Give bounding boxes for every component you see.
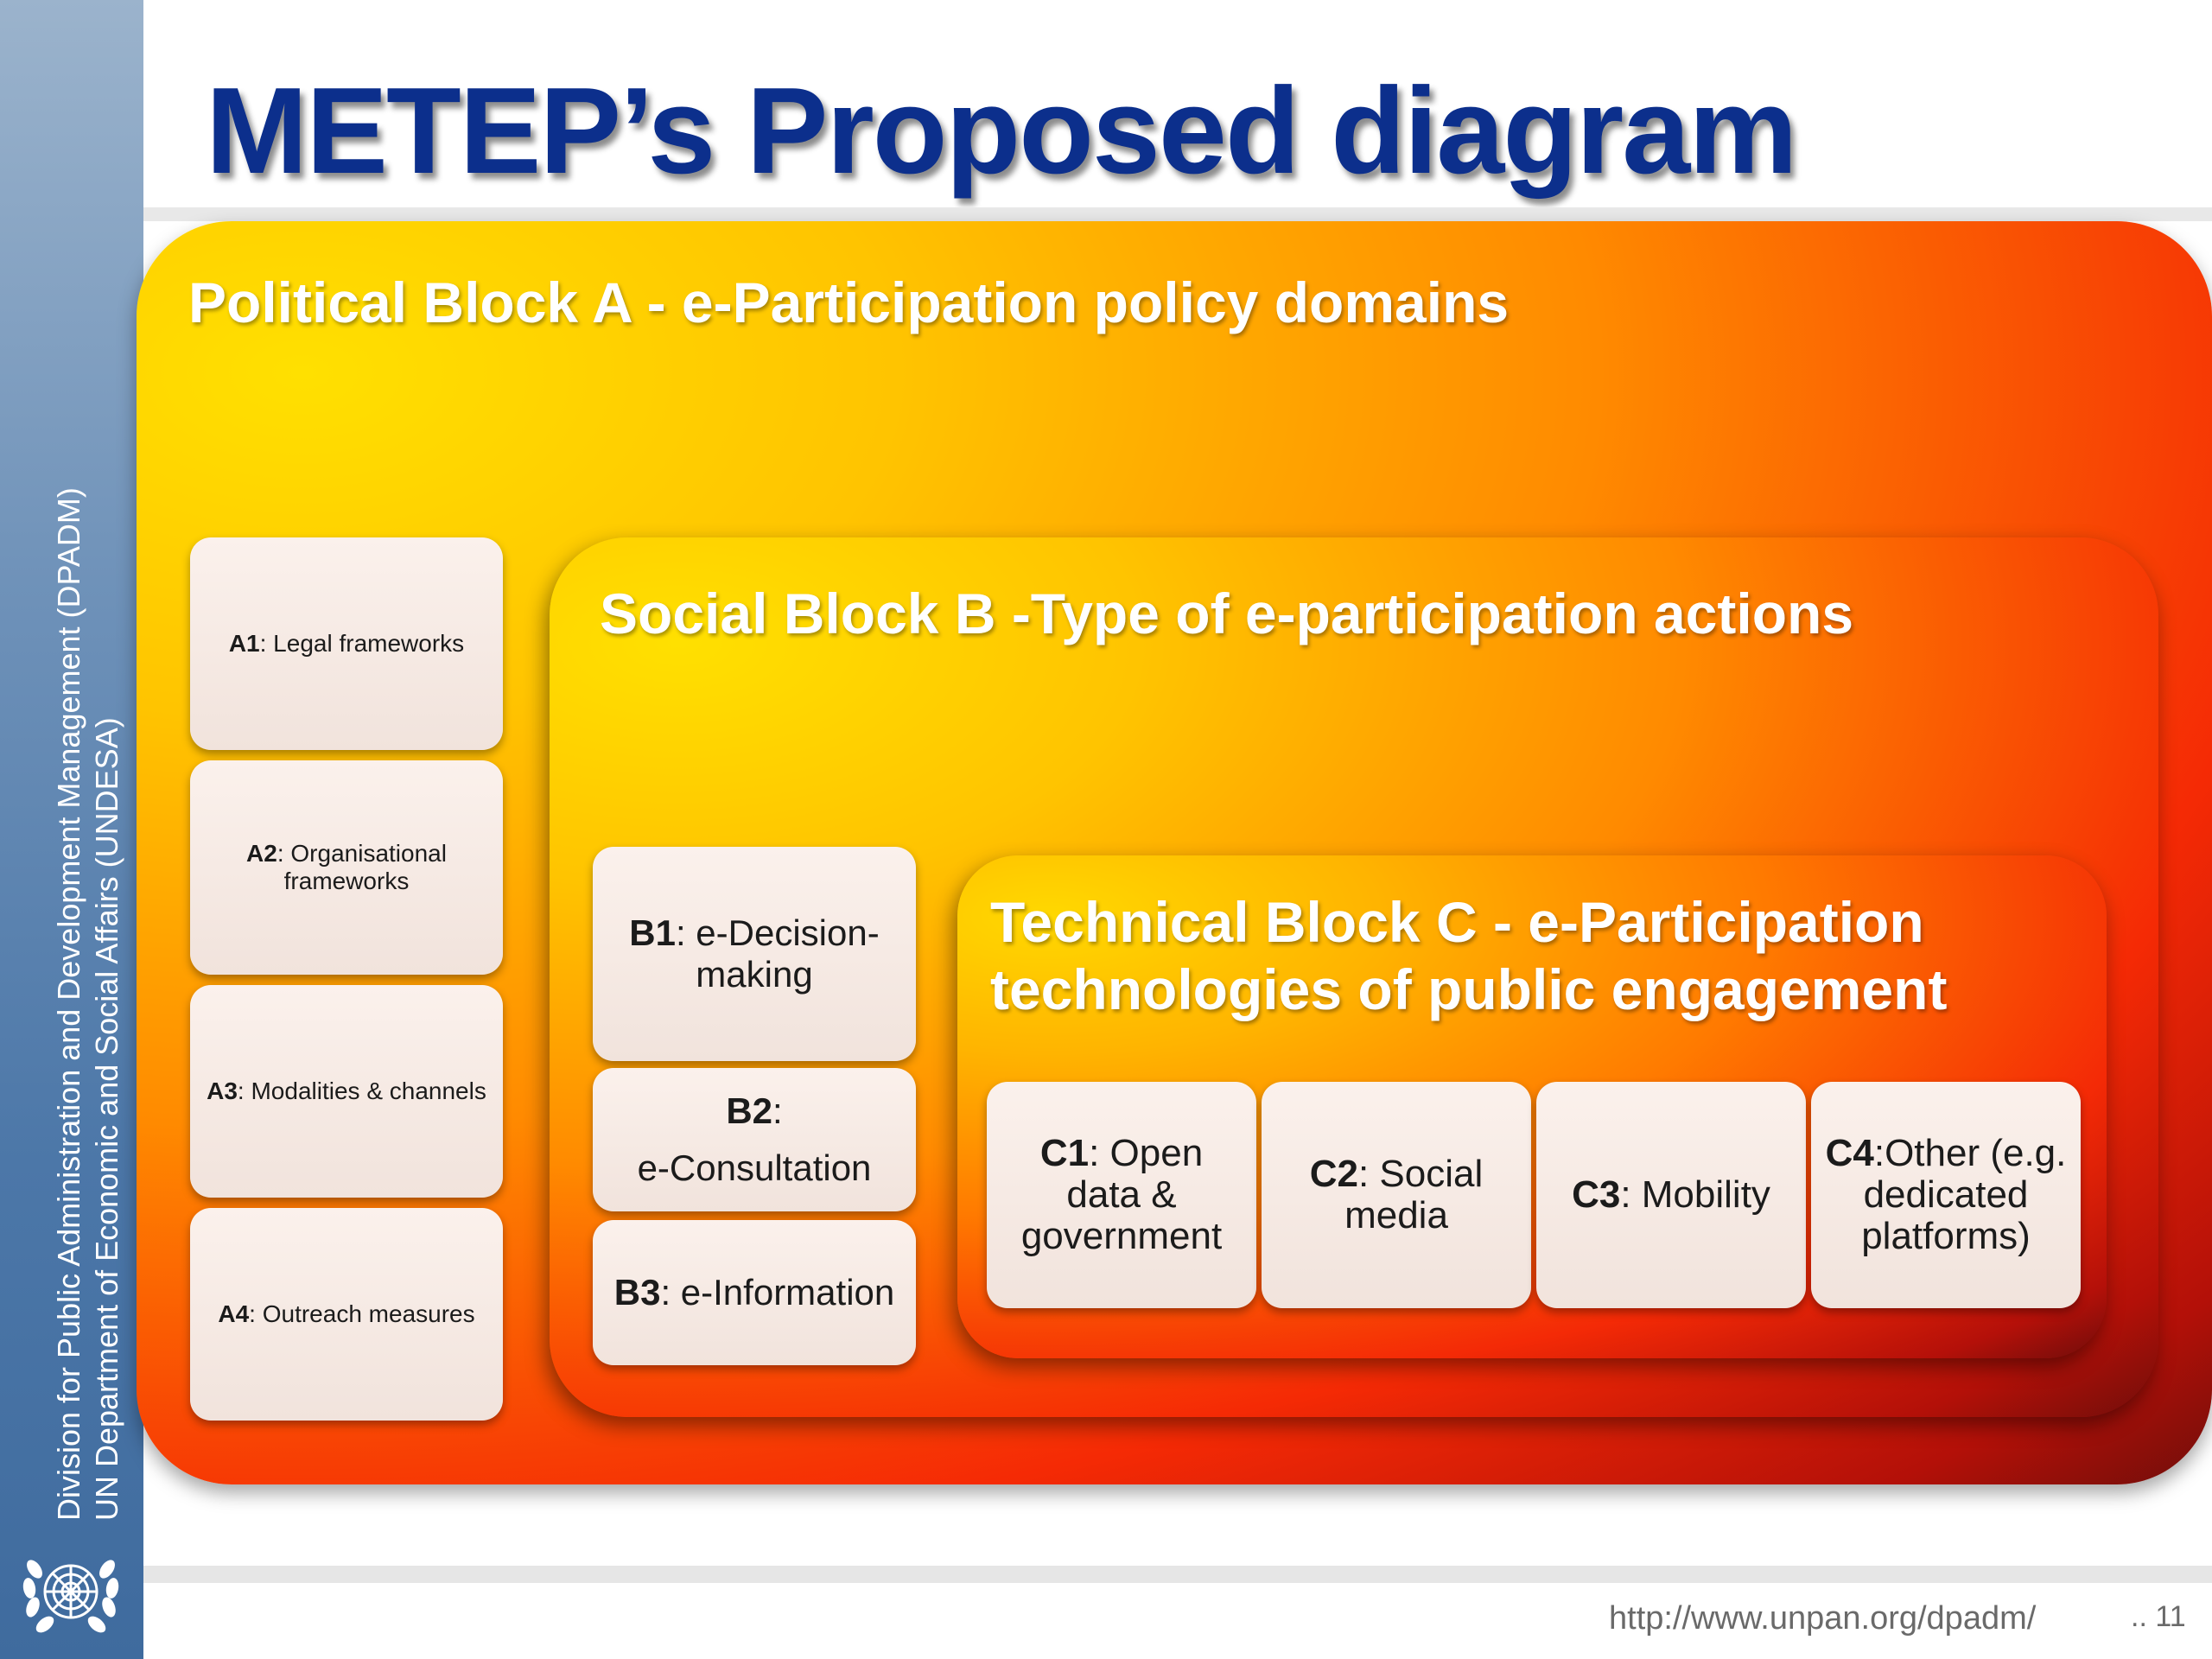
card-b3-text: : e-Information [660, 1272, 895, 1313]
card-a3-code: A3 [207, 1077, 238, 1104]
card-c4: C4:Other (e.g. dedicated platforms) [1811, 1082, 2081, 1308]
card-c3-code: C3 [1572, 1173, 1621, 1216]
card-c1: C1: Open data & government [987, 1082, 1256, 1308]
un-emblem-icon [22, 1560, 119, 1633]
footer-url-link[interactable]: http://www.unpan.org/dpadm/ [1609, 1600, 2037, 1637]
card-b3-code: B3 [613, 1272, 661, 1313]
card-c4-text: :Other (e.g. dedicated platforms) [1861, 1132, 2067, 1257]
card-b1-text: : e-Decision-making [675, 912, 880, 995]
card-c2: C2: Social media [1262, 1082, 1531, 1308]
card-a3: A3: Modalities & channels [190, 985, 503, 1198]
sidebar-organization-text: Division for Public Administration and D… [50, 432, 126, 1521]
card-a4-code: A4 [218, 1300, 250, 1327]
card-b2-code: B2 [726, 1090, 773, 1131]
card-a2: A2: Organisational frameworks [190, 760, 503, 975]
card-a1-code: A1 [228, 630, 260, 657]
block-c-title: Technical Block C - e-Participation tech… [990, 890, 1948, 1021]
card-a3-text: : Modalities & channels [237, 1077, 486, 1104]
social-block-b: Social Block B -Type of e-participation … [550, 537, 2158, 1417]
page-title: METEP’s Proposed diagram [206, 62, 1798, 200]
card-b1: B1: e-Decision-making [593, 847, 916, 1061]
sidebar-band [0, 0, 143, 1659]
political-block-a: Political Block A - e-Participation poli… [137, 221, 2212, 1484]
card-a1-text: : Legal frameworks [259, 630, 465, 657]
block-b-title: Social Block B -Type of e-participation … [600, 582, 1854, 645]
card-c1-text: : Open data & government [1020, 1132, 1223, 1257]
card-c1-code: C1 [1039, 1132, 1090, 1174]
card-b3: B3: e-Information [593, 1220, 916, 1365]
card-b2-text: : [772, 1090, 783, 1131]
card-c2-text: : Social media [1344, 1153, 1484, 1236]
technical-block-c: Technical Block C - e-Participation tech… [957, 855, 2107, 1358]
card-a2-text: : Organisational frameworks [276, 840, 447, 894]
footer-divider [143, 1566, 2212, 1583]
header-divider [143, 207, 2212, 221]
card-b1-code: B1 [629, 912, 676, 953]
card-a4-text: : Outreach measures [249, 1300, 475, 1327]
card-b2: B2: e-Consultation [593, 1068, 916, 1211]
card-b2-text-line-2: e-Consultation [637, 1147, 872, 1188]
card-c4-code: C4 [1825, 1132, 1874, 1174]
sidebar-org-line-1: Division for Public Administration and D… [51, 487, 86, 1521]
page-number: .. 11 [2131, 1600, 2186, 1633]
block-a-title: Political Block A - e-Participation poli… [188, 270, 1510, 334]
card-a1: A1: Legal frameworks [190, 537, 503, 750]
card-c3-text: : Mobility [1620, 1173, 1770, 1216]
card-a2-code: A2 [246, 840, 277, 867]
card-c3: C3: Mobility [1536, 1082, 1806, 1308]
card-c2-code: C2 [1309, 1153, 1358, 1195]
card-a4: A4: Outreach measures [190, 1208, 503, 1421]
sidebar-org-line-2: UN Department of Economic and Social Aff… [89, 717, 124, 1521]
